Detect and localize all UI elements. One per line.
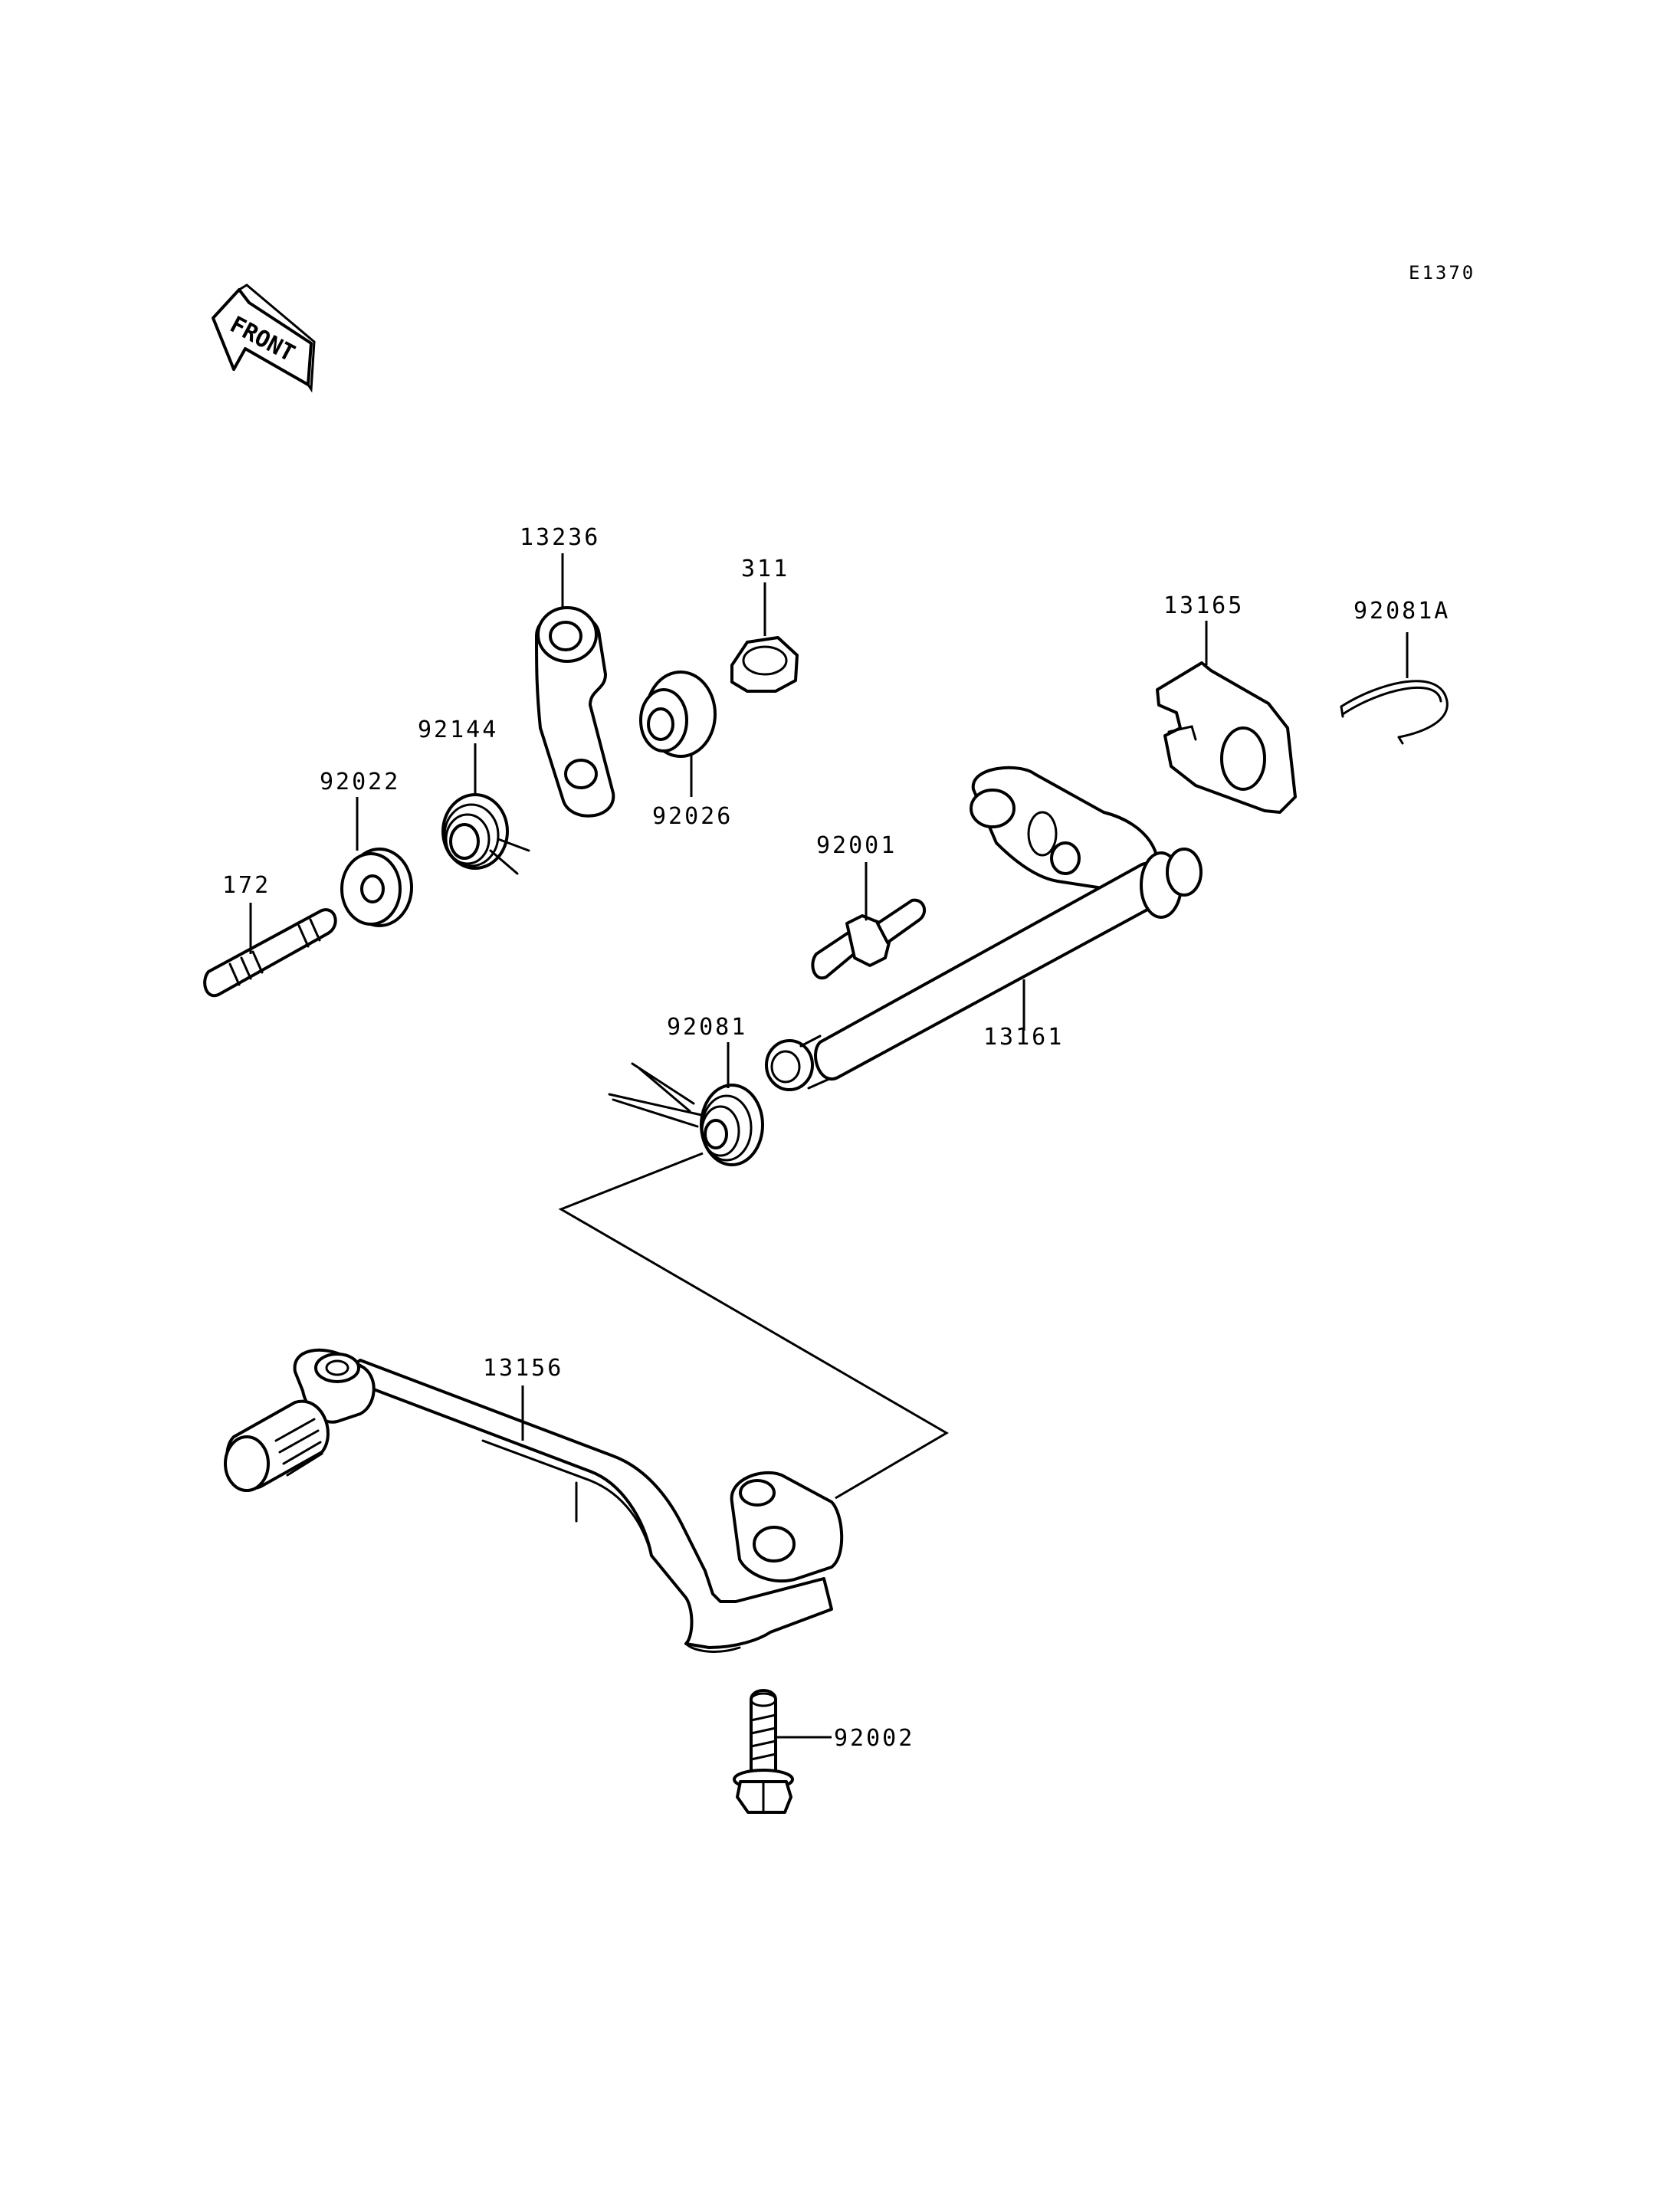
label-92026: 92026 xyxy=(652,803,733,830)
label-311: 311 xyxy=(741,556,789,582)
label-92002: 92002 xyxy=(834,1725,914,1752)
label-13156: 13156 xyxy=(483,1355,563,1382)
part-13161-shaft xyxy=(765,766,1203,1091)
part-92001-bolt xyxy=(811,897,927,980)
part-92144-spring xyxy=(441,793,530,875)
label-172: 172 xyxy=(222,872,271,899)
part-13165-plate xyxy=(1156,661,1297,814)
label-13165: 13165 xyxy=(1163,592,1244,619)
part-92022-washer xyxy=(340,848,413,927)
label-92001: 92001 xyxy=(816,832,897,859)
part-92026-collar xyxy=(639,671,717,758)
part-172-stud xyxy=(203,908,337,998)
diagram-code: E1370 xyxy=(1409,262,1475,284)
label-13236: 13236 xyxy=(520,524,600,551)
part-92002-bolt xyxy=(733,1689,794,1814)
label-92144: 92144 xyxy=(418,716,498,743)
label-92081: 92081 xyxy=(667,1014,747,1041)
assembly-guide-line xyxy=(558,1152,949,1500)
label-92081A: 92081A xyxy=(1354,598,1450,625)
part-92081-spring xyxy=(608,1062,764,1166)
label-92022: 92022 xyxy=(320,769,400,795)
part-311-nut xyxy=(730,636,799,693)
front-arrow-icon: FRONT xyxy=(212,284,316,393)
label-13161: 13161 xyxy=(983,1024,1064,1051)
part-92081A-clip xyxy=(1340,680,1449,745)
part-13236-lever xyxy=(535,606,615,818)
part-13156-pedal xyxy=(224,1348,844,1653)
